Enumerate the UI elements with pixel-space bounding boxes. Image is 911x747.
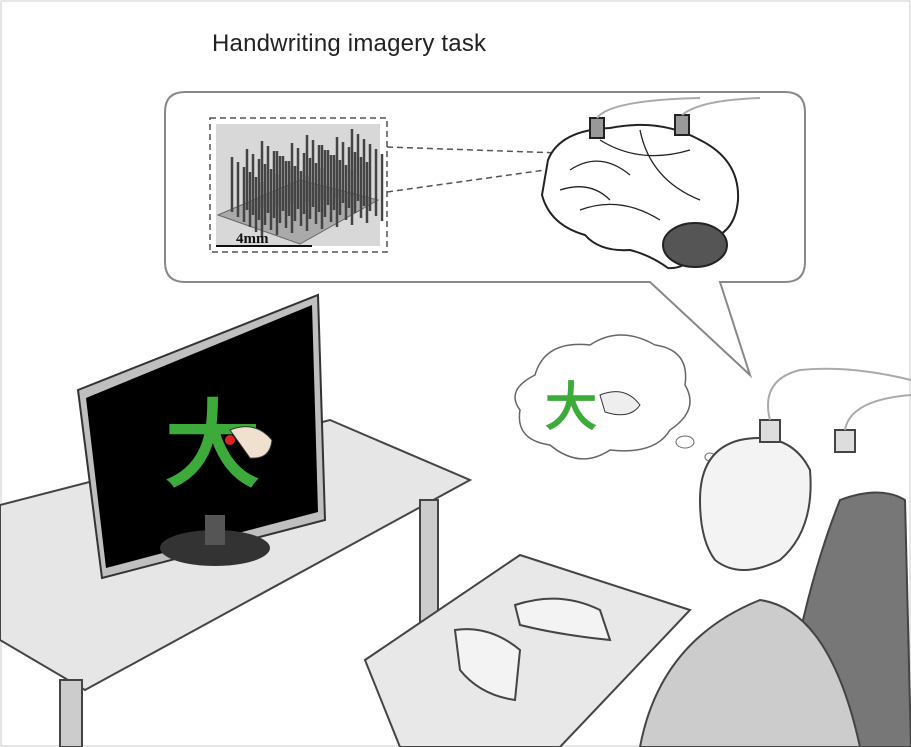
thought-bubble: 大 [514,334,716,462]
figure-title: Handwriting imagery task [212,30,487,57]
brain-icon [540,97,761,270]
electrode-array-inset: 4mm [209,117,561,253]
monitor: 大 [76,293,327,580]
thought-character: 大 [545,378,597,438]
person-in-chair [363,367,911,747]
electrode-pins [230,129,384,237]
scale-label: 4mm [236,231,269,247]
